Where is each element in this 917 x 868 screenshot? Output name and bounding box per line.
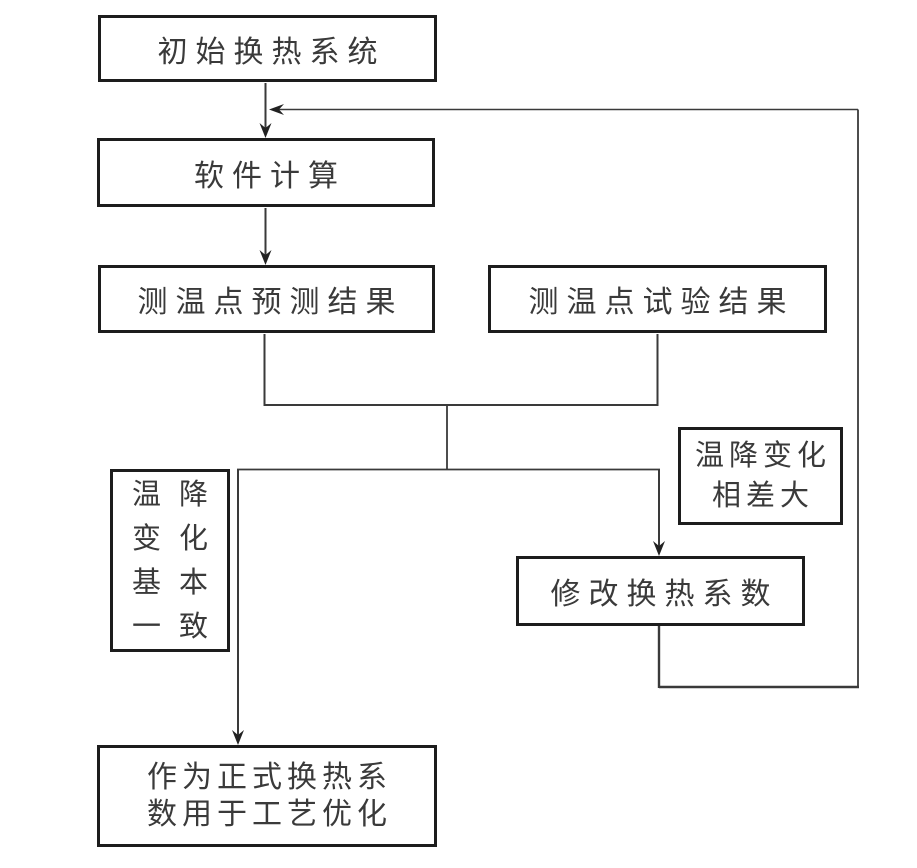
label-line: 变化: [131, 522, 226, 555]
label-line: 基本: [131, 566, 226, 599]
label-temp-drop-basically-consistent: 温降 变化 基本 一致: [110, 469, 230, 652]
node-initial-heat-exchange-system: 初始换热系统: [98, 15, 437, 82]
label-line: 相差大: [711, 480, 814, 512]
node-measurement-point-test-results: 测温点试验结果: [488, 265, 827, 333]
label-line: 温降: [131, 478, 226, 511]
node-modify-heat-transfer-coefficient: 修改换热系数: [516, 556, 805, 626]
node-final-coefficient-for-process-optimization: 作为正式换热系 数用于工艺优化: [97, 745, 437, 847]
node-label: 修改换热系数: [550, 578, 779, 611]
node-label: 测温点预测结果: [137, 286, 404, 319]
arrowhead-feedback-left: [269, 104, 284, 115]
arrowhead-into-software: [259, 123, 272, 138]
label-temp-drop-differs-greatly: 温降变化 相差大: [678, 427, 843, 525]
node-software-calculation: 软件计算: [97, 138, 435, 207]
label-line: 一致: [131, 610, 226, 643]
arrowhead-into-modify: [653, 541, 665, 556]
node-label-line: 作为正式换热系: [147, 761, 392, 794]
node-measurement-point-predicted-results: 测温点预测结果: [98, 265, 435, 333]
node-label: 软件计算: [194, 159, 346, 193]
arrowhead-into-predicted: [259, 250, 272, 265]
node-label: 测温点试验结果: [528, 286, 795, 319]
node-label: 初始换热系统: [157, 35, 386, 69]
node-label-line: 数用于工艺优化: [147, 798, 392, 831]
arrowhead-into-final: [232, 730, 244, 745]
label-line: 温降变化: [694, 440, 831, 472]
